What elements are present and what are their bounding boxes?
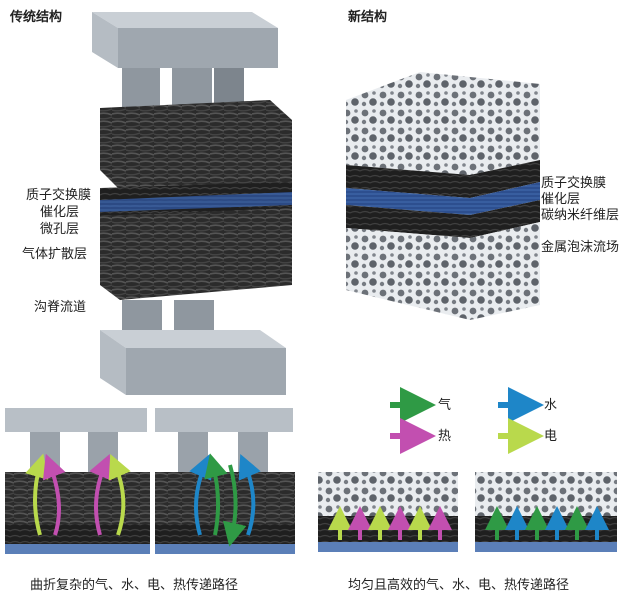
legend-heat-label: 热 [438,429,452,444]
lower-foam [346,222,540,320]
trad-label-pem: 质子交换膜 [26,188,92,203]
new-label-pem: 质子交换膜 [541,176,607,191]
lower-gdl [100,208,292,300]
new-membrane [346,182,540,215]
trad-label-microporous: 微孔层 [40,222,80,237]
new-flow-panel-2 [475,472,617,552]
upper-foam [346,72,540,175]
caption-new: 均匀且高效的气、水、电、热传递路径 [348,578,570,593]
rib-left [122,68,160,108]
new-label-foam: 金属泡沫流场 [541,240,620,255]
rib-right [172,68,212,108]
legend [390,387,544,454]
membrane-band [100,192,292,212]
upper-gdl [100,100,292,190]
upper-carbon [346,160,540,198]
new-label-carbon: 碳纳米纤维层 [541,208,620,223]
top-plate-top [92,12,278,28]
new-title: 新结构 [348,10,388,25]
legend-gas-label: 气 [438,398,452,413]
new-flow-panel-1 [318,472,458,552]
bottom-plate-top [100,330,286,348]
legend-electric-label: 电 [544,429,558,444]
new-stack [346,72,540,320]
traditional-stack [92,12,292,395]
new-label-catalyst: 催化层 [541,192,581,207]
caption-traditional: 曲折复杂的气、水、电、热传递路径 [30,578,239,593]
traditional-flow-panel-2 [155,408,295,554]
traditional-title: 传统结构 [10,10,63,25]
top-plate-front [118,28,278,68]
legend-water-label: 水 [544,398,558,413]
trad-label-channel: 沟脊流道 [34,300,87,315]
trad-label-gdl: 气体扩散层 [22,247,88,262]
traditional-flow-panel-1 [5,408,150,554]
trad-label-catalyst: 催化层 [40,205,80,220]
